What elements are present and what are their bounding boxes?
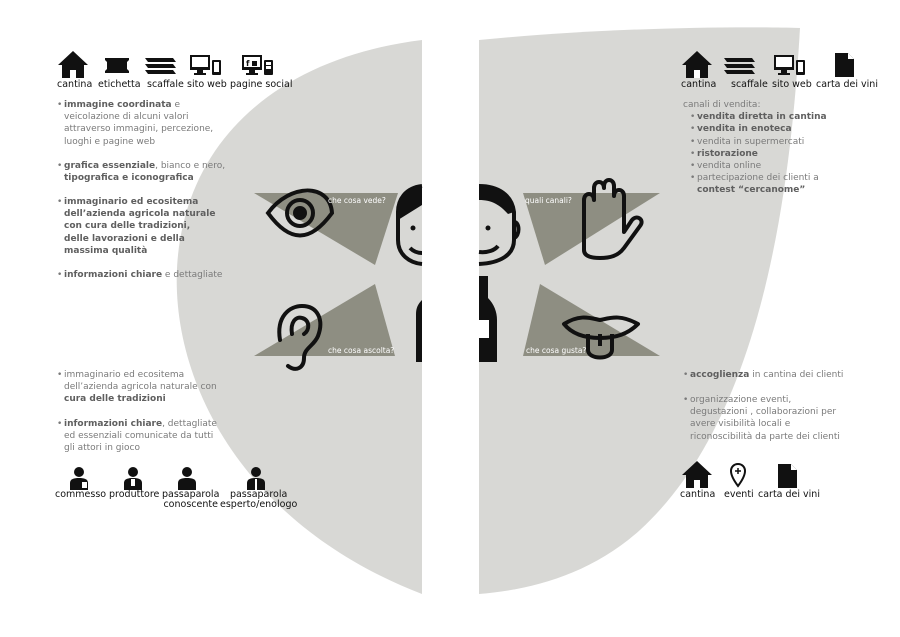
- left-block-graphics: • grafica essenziale, bianco e nero, tip…: [57, 161, 226, 184]
- face-left-half-icon: [396, 184, 423, 266]
- ear-icon: [277, 303, 323, 371]
- social-pages-icon: f: [242, 55, 273, 75]
- question-channels: quali canali?: [525, 196, 572, 205]
- left-block-information-2: • informazioni chiare, dettagliate ed es…: [57, 419, 217, 454]
- document-icon: [778, 464, 797, 488]
- icon-label-carta-dei-vini: carta dei vini: [758, 489, 820, 500]
- house-icon: [682, 51, 712, 78]
- question-listen: che cosa ascolta?: [328, 346, 395, 355]
- icon-label-sito-web: sito web: [187, 79, 227, 90]
- icon-label-cantina: cantina: [57, 79, 93, 90]
- icon-label-produttore: produttore: [109, 489, 160, 500]
- icon-label-scaffale: scaffale: [731, 79, 768, 90]
- bottle-left-half-icon: [416, 300, 422, 362]
- icon-label-passaparola-esperto: passaparola esperto/enologo: [220, 489, 298, 510]
- icon-label-carta-dei-vini: carta dei vini: [816, 79, 878, 90]
- house-icon: [682, 461, 712, 488]
- hand-icon: [582, 178, 644, 260]
- icon-label-etichetta: etichetta: [98, 79, 141, 90]
- bottle-right-half-icon: [479, 276, 497, 362]
- eye-icon: [265, 188, 335, 238]
- see-triangle: [254, 193, 398, 265]
- icon-label-pagine-social: pagine social: [230, 79, 293, 90]
- house-icon: [58, 51, 88, 78]
- devices-icon: [190, 55, 221, 75]
- question-taste: che cosa gusta?: [526, 346, 587, 355]
- document-icon: [835, 53, 854, 77]
- devices-icon: [774, 55, 805, 75]
- icon-label-sito-web: sito web: [772, 79, 812, 90]
- icon-label-passaparola-conoscente: passaparola conoscente: [162, 489, 220, 510]
- icon-label-eventi: eventi: [724, 489, 754, 500]
- label-icon: [105, 58, 129, 73]
- tongue-icon: [562, 315, 640, 360]
- person-acquaintance-icon: [178, 467, 196, 490]
- left-block-identity: • immagine coordinata e veicolazione di …: [57, 100, 214, 147]
- left-block-information: • informazioni chiare e dettagliate: [57, 270, 223, 280]
- shelf-icon: [724, 58, 755, 74]
- left-block-ecosystem: • immaginario ed ecositema dell’azienda …: [57, 197, 216, 256]
- svg-text:f: f: [246, 59, 250, 68]
- left-block-ecosystem-2: • immaginario ed ecositema dell’azienda …: [57, 370, 217, 405]
- icon-label-cantina: cantina: [681, 79, 717, 90]
- shelf-icon: [145, 58, 176, 74]
- icon-label-commesso: commesso: [55, 489, 107, 500]
- person-expert-icon: [247, 467, 265, 490]
- question-see: che cosa vede?: [328, 196, 386, 205]
- person-producer-icon: [124, 467, 142, 490]
- right-leaf-shape: [479, 27, 800, 594]
- right-block-sales-channels: canali di vendita: •vendita diretta in c…: [683, 100, 827, 196]
- right-block-events: • organizzazione eventi, degustazioni , …: [683, 395, 840, 442]
- map-pin-icon: [729, 462, 747, 488]
- person-clerk-icon: [70, 467, 88, 490]
- icon-label-scaffale: scaffale: [147, 79, 184, 90]
- icon-label-cantina: cantina: [680, 489, 716, 500]
- right-block-hospitality: • accoglienza in cantina dei clienti: [683, 370, 844, 380]
- face-right-half-icon: [478, 184, 521, 266]
- listen-triangle: [254, 284, 395, 356]
